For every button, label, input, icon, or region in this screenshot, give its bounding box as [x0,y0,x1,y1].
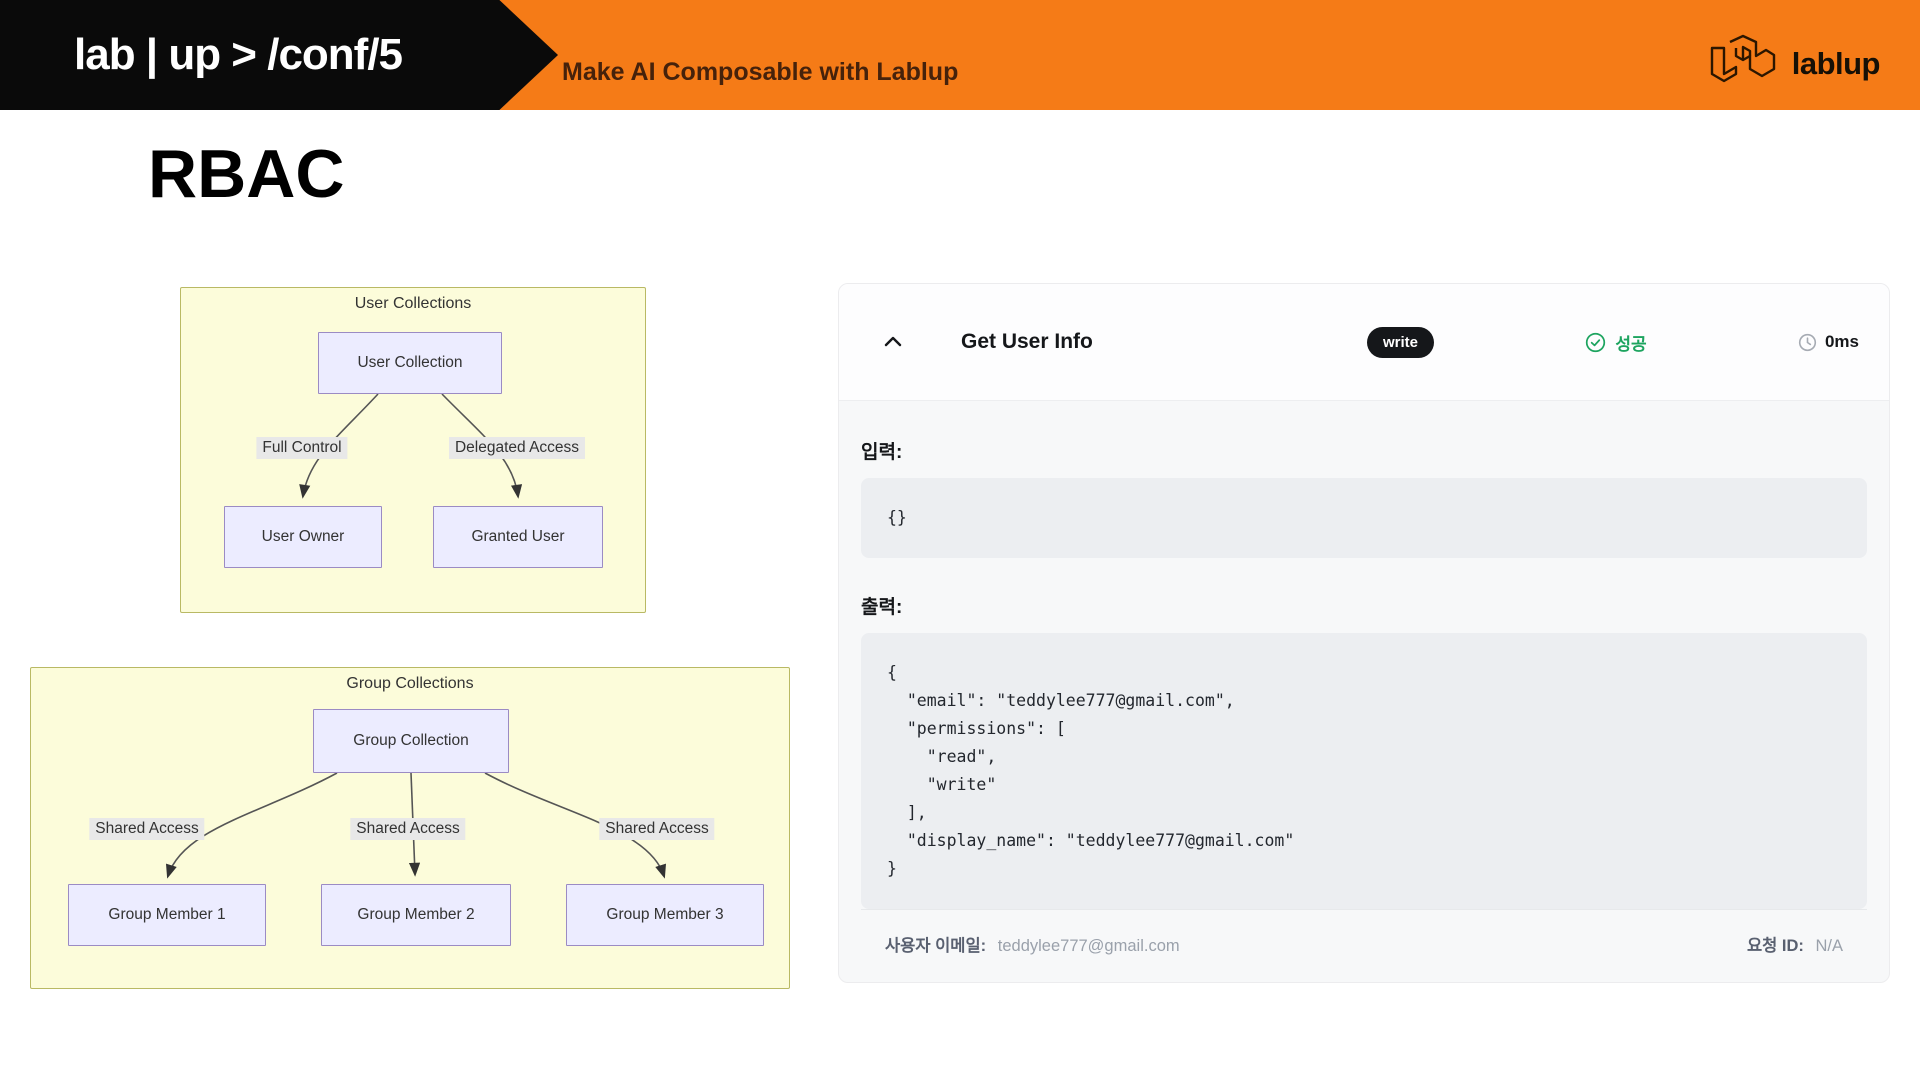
edge-label-shared-access-2: Shared Access [350,818,466,840]
duration-text: 0ms [1824,332,1859,351]
duration-indicator: 0ms [1798,332,1859,352]
node-group-member-1: Group Member 1 [68,884,266,946]
tool-card-footer: 사용자 이메일: teddylee777@gmail.com 요청 ID: N/… [861,909,1867,982]
conference-banner: lab | up > /conf/5 Make AI Composable wi… [0,0,1920,110]
edge-path [484,772,666,879]
input-section-label: 입력: [861,442,903,463]
conference-logo-flag: lab | up > /conf/5 [0,0,558,110]
user-email-pair: 사용자 이메일: teddylee777@gmail.com [885,932,1180,956]
user-collections-diagram: User Collections User Collection Full Co… [180,287,646,613]
tool-card-header[interactable]: Get User Info write 성공 0ms [839,284,1889,401]
collapse-button[interactable] [879,331,907,353]
banner-tagline: Make AI Composable with Lablup [562,58,959,86]
edge-label-shared-access-3: Shared Access [599,818,715,840]
user-email-value: teddylee777@gmail.com [997,937,1180,956]
node-group-collection: Group Collection [313,709,509,773]
group-collections-diagram: Group Collections Group Collection Share… [30,667,790,989]
check-circle-icon [1586,332,1606,352]
tool-name: Get User Info [961,330,1093,353]
request-id-label: 요청 ID: [1746,937,1804,956]
tool-result-card: Get User Info write 성공 0ms [838,283,1890,983]
edge-path [166,772,338,879]
node-user-owner: User Owner [224,506,382,568]
conference-logo-text: lab | up > /conf/5 [74,30,403,79]
request-id-value: N/A [1815,937,1843,956]
tool-card-body: 입력: {} 출력: { "email": "teddylee777@gmail… [839,401,1889,982]
output-code-block: { "email": "teddylee777@gmail.com", "per… [861,633,1867,910]
status-indicator: 성공 [1585,330,1647,355]
node-granted-user: Granted User [433,506,603,568]
chevron-up-icon [884,336,902,347]
permission-badge: write [1367,326,1435,358]
diagram-title: Group Collections [346,675,474,692]
brand-name: lablup [1791,45,1881,81]
node-group-member-2: Group Member 2 [321,884,511,946]
node-user-collection: User Collection [318,332,502,394]
diagram-title: User Collections [354,295,472,312]
request-id-pair: 요청 ID: N/A [1747,932,1843,956]
edge-label-full-control: Full Control [256,437,348,459]
page-title: RBAC [148,136,345,212]
clock-icon [1798,333,1817,351]
output-section-label: 출력: [861,597,903,619]
tool-card-meta: write 성공 0ms [1367,326,1859,358]
status-text: 성공 [1615,334,1647,354]
brand-lockup: lablup [1706,34,1881,93]
node-group-member-3: Group Member 3 [566,884,764,946]
edge-label-shared-access-1: Shared Access [89,818,205,840]
edge-label-delegated-access: Delegated Access [448,437,586,459]
lablup-logo-icon [1706,34,1780,93]
user-email-label: 사용자 이메일: [885,937,987,956]
input-code-block: {} [861,478,1867,559]
